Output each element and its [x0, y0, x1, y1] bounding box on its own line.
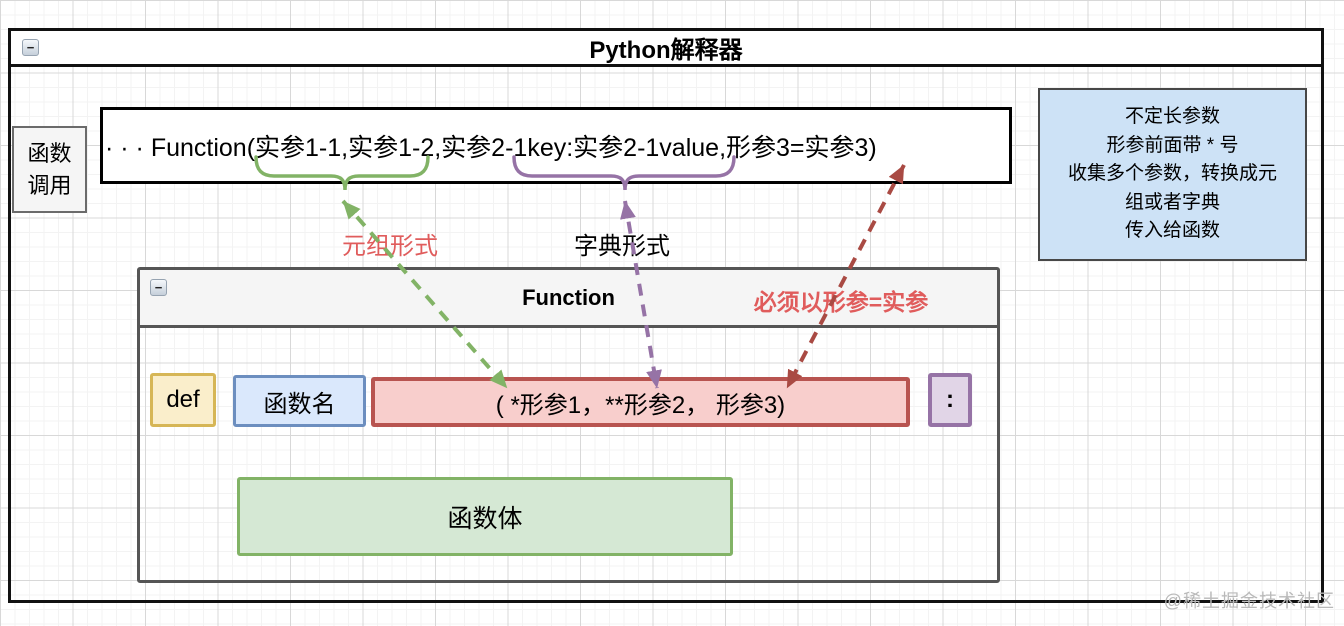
function-body-text: 函数体 [447, 504, 523, 533]
parameters-text: ( *形参1，**形参2， 形参3) [495, 391, 786, 419]
tuple-form-label: 元组形式 [342, 233, 438, 260]
function-container-title: Function [522, 284, 615, 310]
keyword-rule-label: 必须以形参=实参 [753, 289, 929, 315]
dict-form-label: 字典形式 [574, 233, 670, 260]
varargs-note-text: 不定长参数 形参前面带 * 号 收集多个参数，转换成元 组或者字典 传入给函数 [1067, 106, 1277, 242]
collapse-icon[interactable]: − [22, 39, 39, 56]
function-name-box: 函数名 [233, 375, 366, 427]
parameters-box: ( *形参1，**形参2， 形参3) [371, 377, 910, 427]
watermark: @稀土掘金技术社区 [1163, 591, 1335, 611]
function-container: − Function 必须以形参=实参 def 函数名 ( *形参1，**形参2… [137, 267, 1000, 583]
call-expression: · · · Function(实参1-1,实参1-2,实参2-1key:实参2-… [105, 133, 877, 162]
colon-text: : [946, 386, 954, 413]
interpreter-title: Python解释器 [589, 37, 743, 64]
colon-box: : [928, 373, 972, 427]
call-expression-box: · · · Function(实参1-1,实参1-2,实参2-1key:实参2-… [100, 107, 1012, 184]
caller-label: 函数 调用 [27, 140, 72, 198]
function-container-header: − Function 必须以形参=实参 [140, 270, 997, 328]
caller-label-box: 函数 调用 [12, 126, 87, 213]
collapse-icon[interactable]: − [150, 279, 167, 296]
interpreter-titlebar: − Python解释器 [11, 31, 1321, 67]
interpreter-container: − Python解释器 函数 调用 · · · Function(实参1-1,实… [8, 28, 1324, 603]
function-body-box: 函数体 [237, 477, 733, 556]
varargs-note: 不定长参数 形参前面带 * 号 收集多个参数，转换成元 组或者字典 传入给函数 [1038, 88, 1307, 261]
def-keyword-box: def [150, 373, 216, 427]
function-name: 函数名 [263, 390, 336, 418]
def-keyword: def [166, 386, 200, 413]
